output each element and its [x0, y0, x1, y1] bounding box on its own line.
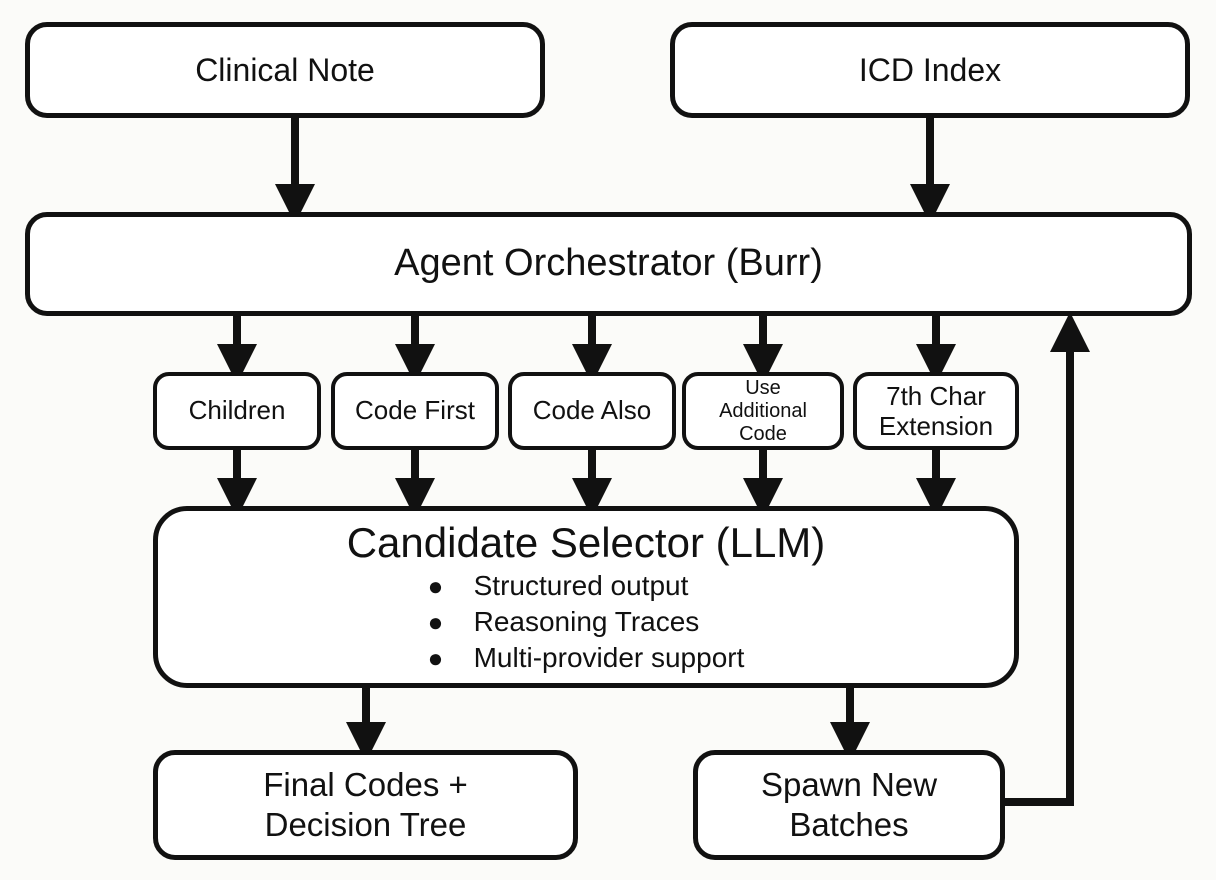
relation-box-use-additional-code: Use Additional Code: [682, 372, 844, 450]
feature-item: ● Reasoning Traces: [428, 604, 745, 640]
bullet-icon: ●: [427, 607, 444, 637]
relation-box-code-first: Code First: [331, 372, 499, 450]
relation-label-code-first: Code First: [355, 395, 475, 426]
relation-label-children: Children: [188, 395, 286, 426]
final-codes-label-line1: Final Codes +: [263, 766, 468, 804]
candidate-selector-feature-list: ● Structured output ● Reasoning Traces ● Mu…: [428, 568, 745, 676]
relation-box-children: Children: [153, 372, 321, 450]
final-codes-label-line2: Decision Tree: [264, 806, 467, 843]
relation-label-use: Use: [745, 376, 781, 399]
icd-index-box: ICD Index: [670, 22, 1190, 118]
feature-item: ● Multi-provider support: [428, 640, 745, 676]
relation-box-7th-char-extension: 7th Char Extension: [853, 372, 1019, 450]
bullet-icon: ●: [427, 643, 444, 673]
arrow-spawn-batches-feedback-to-orchestrator: [1005, 312, 1090, 806]
relation-label-extension: Extension: [878, 411, 994, 441]
relation-label-code: Code: [739, 422, 787, 445]
spawn-batches-box: Spawn New Batches: [693, 750, 1005, 860]
feature-text: Reasoning Traces: [473, 606, 700, 637]
feature-text: Multi-provider support: [473, 642, 745, 673]
candidate-selector-box: Candidate Selector (LLM) ● Structured out…: [153, 506, 1019, 688]
agent-orchestrator-label: Agent Orchestrator (Burr): [394, 242, 823, 285]
feature-item: ● Structured output: [428, 568, 745, 604]
final-codes-box: Final Codes + Decision Tree: [153, 750, 578, 860]
relation-label-7th-char: 7th Char: [886, 381, 986, 411]
agent-orchestrator-box: Agent Orchestrator (Burr): [25, 212, 1192, 316]
spawn-batches-label-line2: Batches: [789, 806, 909, 843]
relation-label-code-also: Code Also: [532, 395, 652, 426]
bullet-icon: ●: [427, 571, 444, 601]
feature-text: Structured output: [473, 570, 689, 601]
icd-index-label: ICD Index: [858, 51, 1002, 88]
relation-label-additional: Additional: [719, 399, 807, 422]
clinical-note-label: Clinical Note: [195, 51, 375, 88]
clinical-note-box: Clinical Note: [25, 22, 545, 118]
candidate-selector-title: Candidate Selector (LLM): [346, 519, 826, 566]
spawn-batches-label-line1: Spawn New: [760, 766, 938, 804]
relation-box-code-also: Code Also: [508, 372, 676, 450]
